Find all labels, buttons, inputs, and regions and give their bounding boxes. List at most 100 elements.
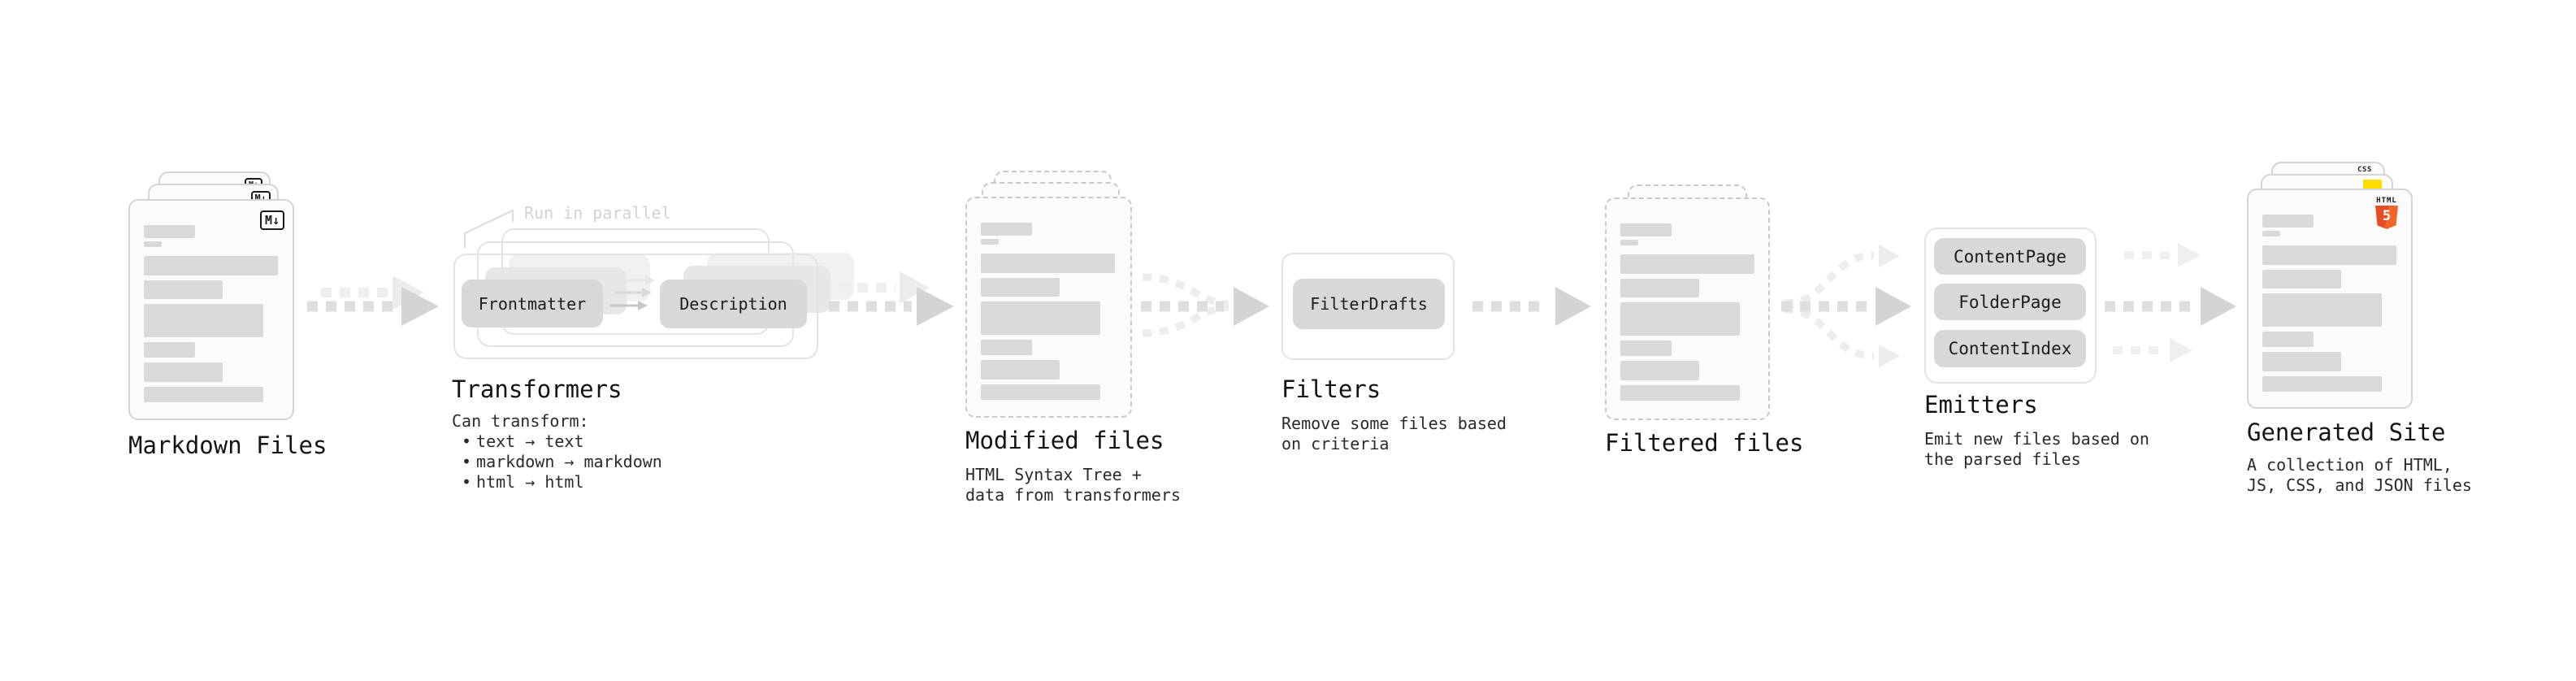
html5-icon: HTML 5 [2372, 197, 2401, 229]
transformers-description: Can transform: •text → text •markdown → … [452, 411, 662, 492]
content-line [144, 387, 263, 402]
filterdrafts-pill: FilterDrafts [1293, 279, 1445, 329]
content-line [981, 340, 1032, 355]
generated-site-label: Generated Site [2247, 419, 2446, 446]
content-line [1620, 240, 1638, 245]
filters-description: Remove some files based on criteria [1281, 414, 1507, 454]
js-icon [2363, 180, 2382, 189]
description-line: on criteria [1281, 434, 1390, 453]
filtered-file-card-front [1605, 197, 1770, 420]
arrow-head [1879, 345, 1900, 367]
markdown-files-label: Markdown Files [128, 432, 327, 459]
content-line [144, 225, 195, 238]
bullet-text: text → text [476, 432, 584, 451]
content-line [1620, 361, 1699, 380]
bullet-glyph: • [462, 452, 472, 471]
content-line [1620, 279, 1699, 297]
arrow-head [1555, 287, 1591, 326]
html5-number: 5 [2382, 208, 2392, 224]
content-line [2262, 352, 2341, 371]
content-line [1620, 254, 1754, 274]
contentpage-pill: ContentPage [1934, 238, 2086, 275]
content-line [2262, 215, 2314, 228]
arrow-head [2170, 338, 2192, 362]
content-line [144, 280, 223, 299]
content-line [2262, 293, 2382, 327]
bullet-text: markdown → markdown [476, 452, 662, 471]
content-line [144, 304, 263, 337]
arrow-modified-to-filters [1141, 273, 1269, 337]
content-line [981, 301, 1100, 335]
run-in-parallel-note: Run in parallel [524, 203, 671, 223]
arrow-emitters-to-generated [2105, 243, 2236, 362]
content-line [144, 241, 162, 247]
content-line [144, 256, 278, 275]
content-line [1620, 302, 1740, 336]
content-line [2262, 332, 2314, 347]
transformers-label: Transformers [452, 375, 622, 403]
arrow-head [1876, 287, 1911, 326]
description-pill: Description [660, 280, 807, 328]
description-line: data from transformers [965, 485, 1181, 505]
generated-file-card-front: HTML 5 [2247, 189, 2413, 409]
content-line [981, 384, 1100, 400]
arrow-filters-to-filtered [1472, 287, 1591, 326]
content-line [981, 254, 1115, 273]
description-line: A collection of HTML, [2247, 455, 2452, 475]
arrow-head [917, 287, 954, 326]
html5-shield: 5 [2375, 206, 2398, 229]
content-line [981, 360, 1060, 380]
arrow-head [900, 271, 930, 304]
markdown-file-card-front: M↓ [128, 199, 294, 420]
content-line [2262, 245, 2396, 265]
bullet-item: •html → html [452, 472, 662, 492]
description-line: JS, CSS, and JSON files [2247, 475, 2472, 495]
filters-label: Filters [1281, 375, 1381, 403]
bullet-item: •text → text [452, 432, 662, 452]
description-line: HTML Syntax Tree + [965, 465, 1142, 484]
content-line [1620, 340, 1672, 356]
description-line: Emit new files based on [1924, 429, 2149, 449]
description-line: the parsed files [1924, 449, 2081, 469]
arrow-head [2201, 287, 2236, 326]
content-line [144, 342, 195, 358]
content-line [144, 362, 223, 382]
content-line [981, 223, 1032, 236]
arrow-diverge-bottom [1784, 306, 1875, 360]
content-line [1620, 223, 1672, 236]
emitters-label: Emitters [1924, 391, 2038, 419]
modified-files-label: Modified files [965, 427, 1164, 454]
content-line [981, 239, 999, 245]
bullet-text: html → html [476, 472, 584, 492]
modified-file-card-front [965, 197, 1132, 418]
arrow-head [1879, 245, 1900, 267]
content-line [1620, 385, 1740, 401]
arrow-diverge-top [1784, 251, 1875, 307]
transformer-frame-front [453, 254, 818, 359]
folderpage-pill: FolderPage [1934, 284, 2086, 320]
emitters-description: Emit new files based on the parsed files [1924, 429, 2149, 470]
markdown-icon: M↓ [259, 210, 284, 230]
arrow-converge-bottom [1142, 303, 1229, 337]
arrow-markdown-to-transformers [307, 275, 439, 326]
arrow-head [401, 287, 439, 326]
css-icon-label: CSS [2357, 166, 2372, 174]
content-line [981, 278, 1060, 297]
arrow-converge-top [1142, 273, 1229, 308]
content-line [2262, 231, 2280, 236]
modified-files-description: HTML Syntax Tree + data from transformer… [965, 465, 1181, 505]
arrow-head [1234, 287, 1269, 326]
arrow-head [2178, 243, 2201, 267]
filtered-files-label: Filtered files [1605, 429, 1804, 457]
arrow-head [392, 275, 424, 310]
generated-site-description: A collection of HTML, JS, CSS, and JSON … [2247, 455, 2472, 496]
arrow-filtered-to-emitters [1781, 245, 1911, 367]
html5-icon-label: HTML [2376, 197, 2397, 205]
frontmatter-pill: Frontmatter [462, 280, 603, 327]
content-line [2262, 376, 2382, 392]
bullet-item: •markdown → markdown [452, 452, 662, 472]
bullet-glyph: • [462, 472, 472, 492]
description-line: Remove some files based [1281, 414, 1507, 433]
can-transform-line: Can transform: [452, 411, 589, 431]
